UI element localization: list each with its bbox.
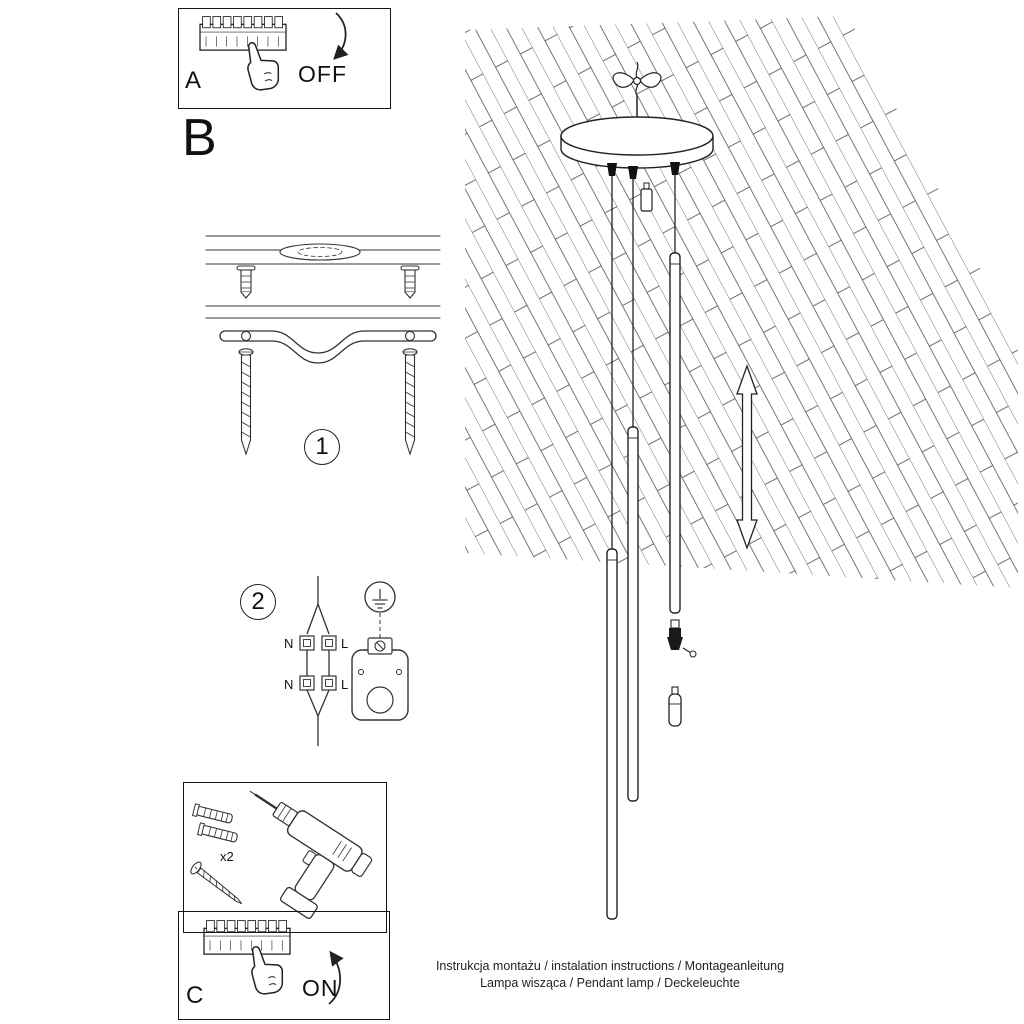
- pendant-tube-right: [669, 252, 681, 614]
- terminal-blocks: [299, 635, 337, 691]
- drill-icon: [249, 790, 373, 919]
- tools-panel-art: [190, 790, 373, 919]
- suspension-cables: [611, 175, 676, 549]
- height-adjust-arrow-icon: [736, 364, 758, 550]
- step-2-number: 2: [240, 584, 276, 620]
- switch-off-arrow-icon: [333, 12, 349, 60]
- footer-line-1: Instrukcja montażu / instalation instruc…: [435, 959, 785, 973]
- panel-a-frame: [178, 8, 391, 109]
- ceiling-plank-surface: [465, 16, 1018, 588]
- ceiling-hole: [279, 243, 361, 261]
- footer-captions: Instrukcja montażu / instalation instruc…: [350, 958, 870, 992]
- mounting-bracket: [219, 330, 437, 364]
- ceiling-rose-device: [351, 637, 409, 721]
- canopy: [560, 116, 714, 169]
- strain-relief-part: [640, 182, 653, 212]
- panel-a-label: A: [185, 67, 202, 94]
- on-label: ON: [302, 975, 339, 1001]
- wall-plug-icon: [400, 265, 420, 299]
- terminal-n-top-label: N: [284, 636, 294, 651]
- panel-c-art: [203, 919, 344, 1005]
- pendant-lamp-illustration: [465, 16, 1018, 920]
- panel-a-art: [199, 12, 349, 94]
- pendant-tube-left: [606, 548, 618, 920]
- pendant-tube-middle: [627, 426, 639, 802]
- ceiling-hook-icon: [612, 61, 662, 124]
- wall-plug-icon: [236, 265, 256, 299]
- terminal-l-bottom-label: L: [341, 677, 349, 692]
- mounting-screw-icon: [402, 348, 418, 455]
- terminal-n-bottom-label: N: [284, 677, 294, 692]
- section-b-label: B: [182, 109, 217, 167]
- mounting-screw-icon: [238, 348, 254, 455]
- step-2-wiring-diagram: [299, 576, 409, 746]
- step-1-mounting-diagram: [205, 235, 441, 455]
- exploded-lampholder: [667, 619, 697, 727]
- terminal-l-top-label: L: [341, 636, 349, 651]
- tools-panel-frame: [183, 782, 387, 933]
- ground-symbol-icon: [364, 581, 396, 613]
- switch-on-arrow-icon: [328, 950, 344, 1005]
- ceiling-hole-inner: [297, 247, 343, 257]
- panel-c-frame: [178, 911, 390, 1020]
- panel-c-label: C: [186, 982, 204, 1009]
- screw-quantity-label: x2: [220, 849, 234, 864]
- cable-glands: [607, 162, 680, 179]
- step-1-number: 1: [304, 429, 340, 465]
- screw-icon: [190, 861, 243, 905]
- off-label: OFF: [298, 61, 347, 87]
- footer-line-2: Lampa wisząca / Pendant lamp / Deckeleuc…: [480, 976, 740, 990]
